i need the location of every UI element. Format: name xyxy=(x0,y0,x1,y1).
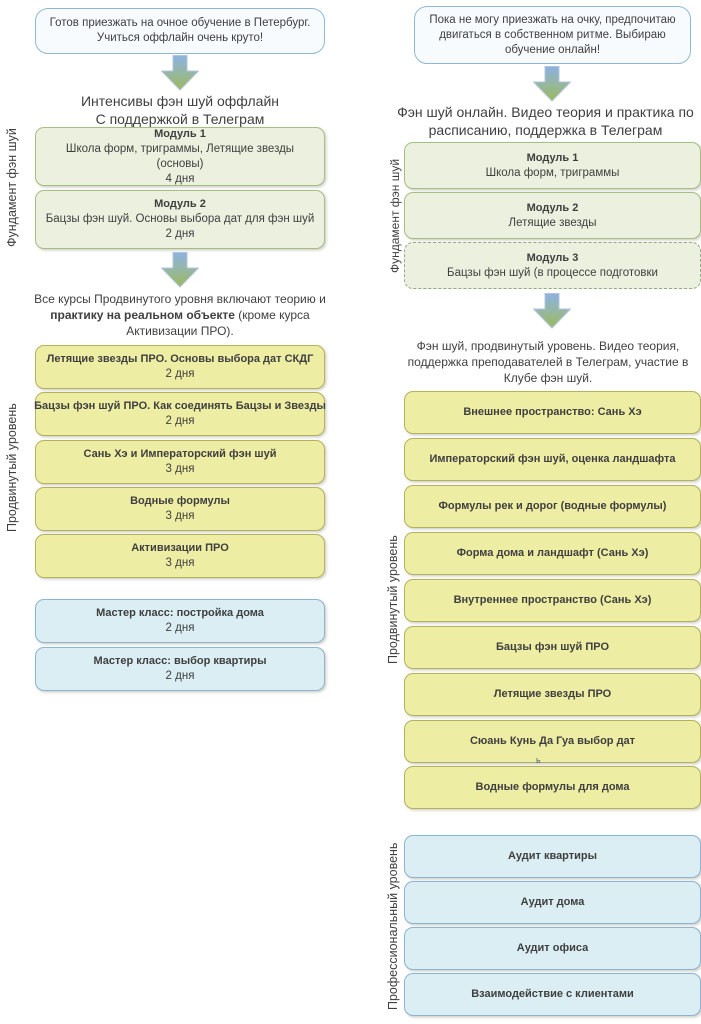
course-days: 2 дня xyxy=(165,415,195,427)
intro-text: Все курсы Продвинутого уровня включают т… xyxy=(34,292,326,306)
module-title: Модуль 3 xyxy=(526,251,579,264)
down-arrow-icon xyxy=(161,55,199,91)
advanced-intro-online: Фэн шуй, продвинутый уровень. Видео теор… xyxy=(407,339,689,385)
course-days: 3 дня xyxy=(165,557,195,569)
course-box: Формулы рек и дорог (водные формулы) xyxy=(404,485,701,528)
masterclass-title: Мастер класс: постройка дома xyxy=(96,607,264,619)
module-box-in-progress: Модуль 3 Бацзы фэн шуй (в процессе подго… xyxy=(404,242,701,289)
module-title: Модуль 2 xyxy=(526,201,579,214)
course-title: Бацзы фэн шуй ПРО xyxy=(496,641,609,653)
course-box: Активизации ПРО 3 дня xyxy=(35,534,325,578)
level-label-professional: Профессиональный уровень xyxy=(386,842,400,1010)
intro-text: (кроме курса Активизации ПРО). xyxy=(126,308,310,338)
module-box: Модуль 2 Летящие звезды xyxy=(404,192,701,239)
module-title: Модуль 1 xyxy=(526,151,579,164)
offline-section-title: Интенсивы фэн шуй оффлайн С поддержкой в… xyxy=(80,93,280,127)
course-title: Внутреннее пространство (Сань Хэ) xyxy=(453,594,652,606)
course-box: Бацзы фэн шуй ПРО. Как соединять Бацзы и… xyxy=(34,392,326,436)
course-box: Внешнее пространство: Сань Хэ xyxy=(404,391,701,434)
intro-text-bold: практику на реальном объекте xyxy=(50,308,235,322)
professional-box: Аудит офиса xyxy=(404,927,701,970)
masterclass-box: Мастер класс: постройка дома 2 дня xyxy=(35,599,325,643)
course-box: Летящие звезды ПРО. Основы выбора дат СК… xyxy=(35,345,325,389)
course-title: Активизации ПРО xyxy=(131,542,229,554)
masterclass-days: 2 дня xyxy=(165,670,195,682)
module-title: Модуль 2 xyxy=(154,198,206,210)
module-box: Модуль 1 Школа форм, триграммы xyxy=(404,142,701,189)
module-desc: Школа форм, триграммы, Летящие звезды (о… xyxy=(65,142,295,170)
course-box: Сюань Кунь Да Гуа выбор дат xyxy=(404,720,701,763)
course-box: Летящие звезды ПРО xyxy=(404,673,701,716)
course-title: Формулы рек и дорог (водные формулы) xyxy=(438,500,667,512)
down-arrow-icon xyxy=(533,293,571,329)
course-box: Сань Хэ и Императорский фэн шуй 3 дня xyxy=(35,440,325,484)
masterclass-days: 2 дня xyxy=(165,622,195,634)
course-box: Императорский фэн шуй, оценка ландшафта xyxy=(404,438,701,481)
course-days: 2 дня xyxy=(165,368,195,380)
advanced-intro-offline: Все курсы Продвинутого уровня включают т… xyxy=(30,291,330,339)
course-title: Водные формулы xyxy=(130,495,230,507)
course-days: 3 дня xyxy=(165,463,195,475)
course-days: 3 дня xyxy=(165,510,195,522)
offline-speech-bubble: Готов приезжать на очное обучение в Пете… xyxy=(35,8,325,54)
level-label-advanced-offline: Продвинутый уровень xyxy=(5,403,19,532)
course-title: Бацзы фэн шуй ПРО. Как соединять Бацзы и… xyxy=(34,400,326,412)
module-desc: Школа форм, триграммы xyxy=(485,166,620,179)
course-title: Внешнее пространство: Сань Хэ xyxy=(463,406,642,418)
stray-mark: ь xyxy=(536,755,541,765)
down-arrow-icon xyxy=(533,66,571,102)
professional-title: Аудит офиса xyxy=(516,942,589,954)
module-desc: Летящие звезды xyxy=(508,216,597,229)
level-label-advanced-online: Продвинутый уровень xyxy=(386,535,400,664)
masterclass-title: Мастер класс: выбор квартиры xyxy=(93,655,267,667)
course-title: Водные формулы для дома xyxy=(475,781,630,793)
course-box: Водные формулы 3 дня xyxy=(35,487,325,531)
course-title: Форма дома и ландшафт (Сань Хэ) xyxy=(456,547,649,559)
course-title: Сань Хэ и Императорский фэн шуй xyxy=(83,448,277,460)
course-box: Водные формулы для дома xyxy=(404,766,701,809)
module-box: Модуль 1 Школа форм, триграммы, Летящие … xyxy=(35,127,325,186)
module-days: 4 дня xyxy=(165,172,195,185)
course-title: Летящие звезды ПРО. Основы выбора дат СК… xyxy=(46,353,314,365)
module-title: Модуль 1 xyxy=(154,127,206,140)
professional-title: Аудит дома xyxy=(520,896,585,908)
course-title: Императорский фэн шуй, оценка ландшафта xyxy=(429,453,676,465)
course-title: Сюань Кунь Да Гуа выбор дат xyxy=(469,735,636,747)
online-speech-bubble: Пока не могу приезжать на очку, предпочи… xyxy=(414,6,691,64)
professional-box: Аудит дома xyxy=(404,881,701,924)
module-box: Модуль 2 Бацзы фэн шуй. Основы выбора да… xyxy=(35,190,325,249)
level-label-fundament-online: Фундамент фэн шуй xyxy=(388,158,402,274)
professional-title: Взаимодействие с клиентами xyxy=(471,988,634,1000)
masterclass-box: Мастер класс: выбор квартиры 2 дня xyxy=(35,647,325,691)
module-days: 2 дня xyxy=(165,228,195,240)
module-desc: Бацзы фэн шуй (в процессе подготовки xyxy=(447,266,658,279)
professional-title: Аудит квартиры xyxy=(507,850,598,862)
professional-box: Взаимодействие с клиентами xyxy=(404,973,701,1016)
course-box: Форма дома и ландшафт (Сань Хэ) xyxy=(404,532,701,575)
module-desc: Бацзы фэн шуй. Основы выбора дат для фэн… xyxy=(45,213,315,225)
online-section-title: Фэн шуй онлайн. Видео теория и практика … xyxy=(397,104,694,138)
course-box: Внутреннее пространство (Сань Хэ) xyxy=(404,579,701,622)
professional-box: Аудит квартиры xyxy=(404,835,701,878)
course-title: Летящие звезды ПРО xyxy=(493,688,612,700)
level-label-fundament-offline: Фундамент фэн шуй xyxy=(5,128,19,248)
course-box: Бацзы фэн шуй ПРО xyxy=(404,626,701,669)
down-arrow-icon xyxy=(161,252,199,288)
